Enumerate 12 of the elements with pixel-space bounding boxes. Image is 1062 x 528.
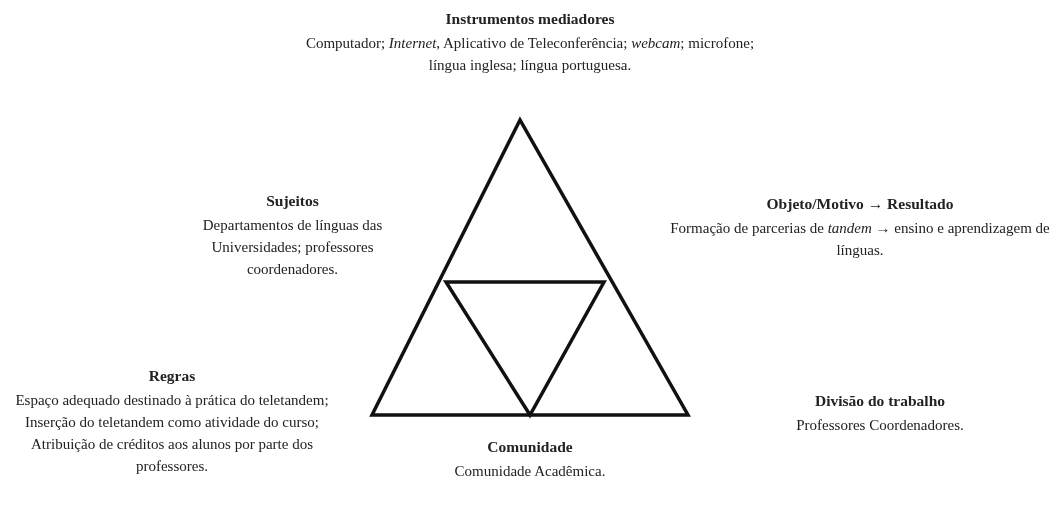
description: Formação de parcerias de tandem → ensino e aprendizagem de línguas. <box>669 219 1051 260</box>
description: Departamentos de línguas das Universidades; professores coordenadores. <box>201 216 384 279</box>
heading: Divisão do trabalho <box>813 391 947 411</box>
heading: Regras <box>147 366 197 386</box>
heading: Instrumentos mediadores <box>444 9 616 29</box>
description: Espaço adequado destinado à prática do teletandem; Inserção do teletandem como atividade do curso; Atribuição de créditos aos alunos por parte dos professores. <box>14 391 330 476</box>
description: Comunidade Acadêmica. <box>453 462 607 481</box>
description: Computador; Internet, Aplicativo de Teleconferência; webcam; microfone; língua inglesa; língua portuguesa. <box>304 34 756 75</box>
description: Professores Coordenadores. <box>795 416 965 435</box>
heading: Sujeitos <box>265 191 320 211</box>
heading: Comunidade <box>486 437 574 457</box>
heading: Objeto/Motivo → Resultado <box>765 194 955 214</box>
